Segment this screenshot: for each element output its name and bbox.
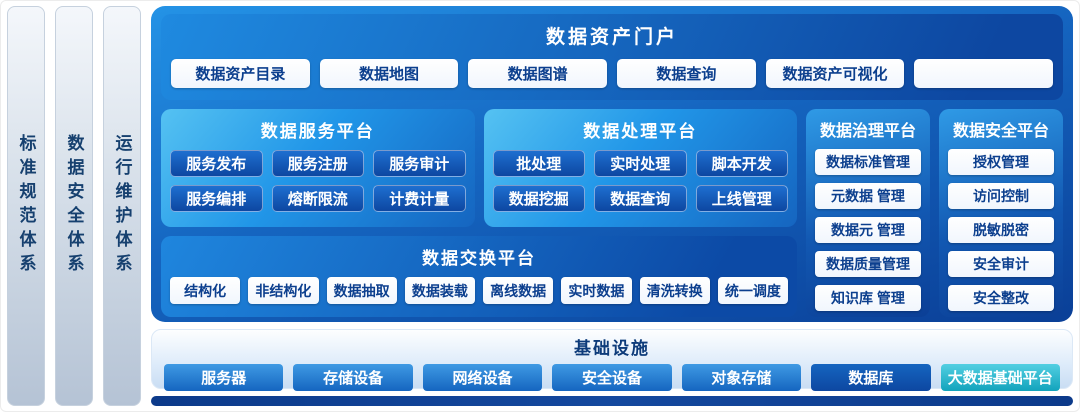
service-item[interactable]: 服务审计	[373, 150, 466, 177]
processing-item[interactable]: 批处理	[492, 150, 585, 177]
exchange-platform-title: 数据交换平台	[422, 249, 536, 268]
portal-title: 数据资产门户	[545, 27, 678, 48]
portal-button[interactable]: 数据查询	[617, 59, 756, 88]
exchange-item[interactable]: 数据抽取	[326, 277, 397, 304]
service-item-list: 服务发布服务注册服务审计服务编排熔断限流计费计量	[170, 150, 466, 212]
governance-item[interactable]: 数据质量管理	[815, 251, 921, 277]
governance-item[interactable]: 知识库 管理	[815, 285, 921, 311]
infrastructure-item[interactable]: 安全设备	[552, 364, 672, 391]
pillar-label: 标准规范体系	[16, 134, 36, 278]
infrastructure-title: 基础设施	[574, 339, 650, 358]
security-item[interactable]: 安全审计	[948, 251, 1054, 277]
infrastructure-item[interactable]: 存储设备	[293, 364, 413, 391]
data-asset-portal: 数据资产门户 数据资产目录数据地图数据图谱数据查询数据资产可视化	[161, 14, 1063, 100]
service-item[interactable]: 服务发布	[170, 150, 263, 177]
main-column: 数据资产门户 数据资产目录数据地图数据图谱数据查询数据资产可视化 数据服务平台 …	[151, 6, 1073, 406]
pillar-label: 数据安全体系	[64, 134, 84, 278]
portal-button[interactable]: 数据资产目录	[171, 59, 310, 88]
base-strip	[151, 396, 1073, 406]
data-service-platform: 数据服务平台 服务发布服务注册服务审计服务编排熔断限流计费计量	[161, 109, 475, 227]
pillar-group: 标准规范体系 数据安全体系 运行维护体系	[7, 6, 141, 406]
service-item[interactable]: 熔断限流	[271, 185, 364, 212]
service-item[interactable]: 计费计量	[373, 185, 466, 212]
exchange-item[interactable]: 统一调度	[717, 277, 788, 304]
security-item-list: 授权管理访问控制脱敏脱密安全审计安全整改	[948, 149, 1054, 311]
exchange-item[interactable]: 数据装载	[404, 277, 475, 304]
portal-button[interactable]: 数据图谱	[468, 59, 608, 88]
infrastructure-item[interactable]: 数据库	[811, 364, 931, 391]
processing-item[interactable]: 实时处理	[594, 150, 687, 177]
portal-button[interactable]: 数据资产可视化	[765, 59, 905, 88]
service-platform-title: 数据服务平台	[260, 122, 375, 141]
pillar-security: 数据安全体系	[55, 6, 93, 406]
security-item[interactable]: 安全整改	[948, 285, 1054, 311]
governance-item[interactable]: 数据标准管理	[815, 149, 921, 175]
data-exchange-platform: 数据交换平台 结构化非结构化数据抽取数据装载离线数据实时数据清洗转换统一调度	[161, 236, 797, 317]
exchange-item-list: 结构化非结构化数据抽取数据装载离线数据实时数据清洗转换统一调度	[170, 277, 788, 304]
platform-row: 数据服务平台 服务发布服务注册服务审计服务编排熔断限流计费计量 数据处理平台 批…	[161, 109, 1063, 317]
infrastructure-item[interactable]: 大数据基础平台	[940, 364, 1060, 391]
processing-item[interactable]: 数据查询	[594, 185, 687, 212]
pillar-standards: 标准规范体系	[7, 6, 45, 406]
security-item[interactable]: 脱敏脱密	[948, 217, 1054, 243]
exchange-item[interactable]: 实时数据	[561, 277, 632, 304]
service-processing-row: 数据服务平台 服务发布服务注册服务审计服务编排熔断限流计费计量 数据处理平台 批…	[161, 109, 797, 227]
portal-button[interactable]	[914, 59, 1054, 88]
security-item[interactable]: 访问控制	[948, 183, 1054, 209]
exchange-item[interactable]: 非结构化	[248, 277, 319, 304]
pillar-operations: 运行维护体系	[103, 6, 141, 406]
exchange-item[interactable]: 结构化	[170, 277, 241, 304]
security-item[interactable]: 授权管理	[948, 149, 1054, 175]
governance-item-list: 数据标准管理元数据 管理数据元 管理数据质量管理知识库 管理	[815, 149, 921, 311]
data-governance-platform: 数据治理平台 数据标准管理元数据 管理数据元 管理数据质量管理知识库 管理	[806, 109, 930, 317]
portal-button[interactable]: 数据地图	[319, 59, 459, 88]
platform-container: 数据资产门户 数据资产目录数据地图数据图谱数据查询数据资产可视化 数据服务平台 …	[151, 6, 1073, 322]
governance-platform-title: 数据治理平台	[819, 123, 916, 140]
pillar-label: 运行维护体系	[112, 134, 132, 278]
governance-item[interactable]: 数据元 管理	[815, 217, 921, 243]
processing-item[interactable]: 脚本开发	[695, 150, 788, 177]
governance-item[interactable]: 元数据 管理	[815, 183, 921, 209]
processing-platform-title: 数据处理平台	[583, 122, 698, 141]
data-processing-platform: 数据处理平台 批处理实时处理脚本开发数据挖掘数据查询上线管理	[483, 109, 797, 227]
infrastructure-item[interactable]: 对象存储	[681, 364, 802, 391]
left-platform-stack: 数据服务平台 服务发布服务注册服务审计服务编排熔断限流计费计量 数据处理平台 批…	[161, 109, 797, 317]
infrastructure-item[interactable]: 网络设备	[422, 364, 543, 391]
infrastructure-item-list: 服务器存储设备网络设备安全设备对象存储数据库大数据基础平台	[164, 364, 1060, 391]
service-item[interactable]: 服务编排	[170, 185, 263, 212]
service-item[interactable]: 服务注册	[271, 150, 364, 177]
exchange-item[interactable]: 离线数据	[483, 277, 554, 304]
data-security-platform: 数据安全平台 授权管理访问控制脱敏脱密安全审计安全整改	[939, 109, 1063, 317]
processing-item[interactable]: 数据挖掘	[492, 185, 585, 212]
portal-button-list: 数据资产目录数据地图数据图谱数据查询数据资产可视化	[171, 59, 1054, 88]
security-platform-title: 数据安全平台	[952, 123, 1049, 140]
processing-item-list: 批处理实时处理脚本开发数据挖掘数据查询上线管理	[492, 150, 788, 212]
infrastructure-item[interactable]: 服务器	[164, 364, 284, 391]
infrastructure-panel: 基础设施 服务器存储设备网络设备安全设备对象存储数据库大数据基础平台	[151, 329, 1073, 391]
exchange-item[interactable]: 清洗转换	[639, 277, 710, 304]
processing-item[interactable]: 上线管理	[695, 185, 788, 212]
